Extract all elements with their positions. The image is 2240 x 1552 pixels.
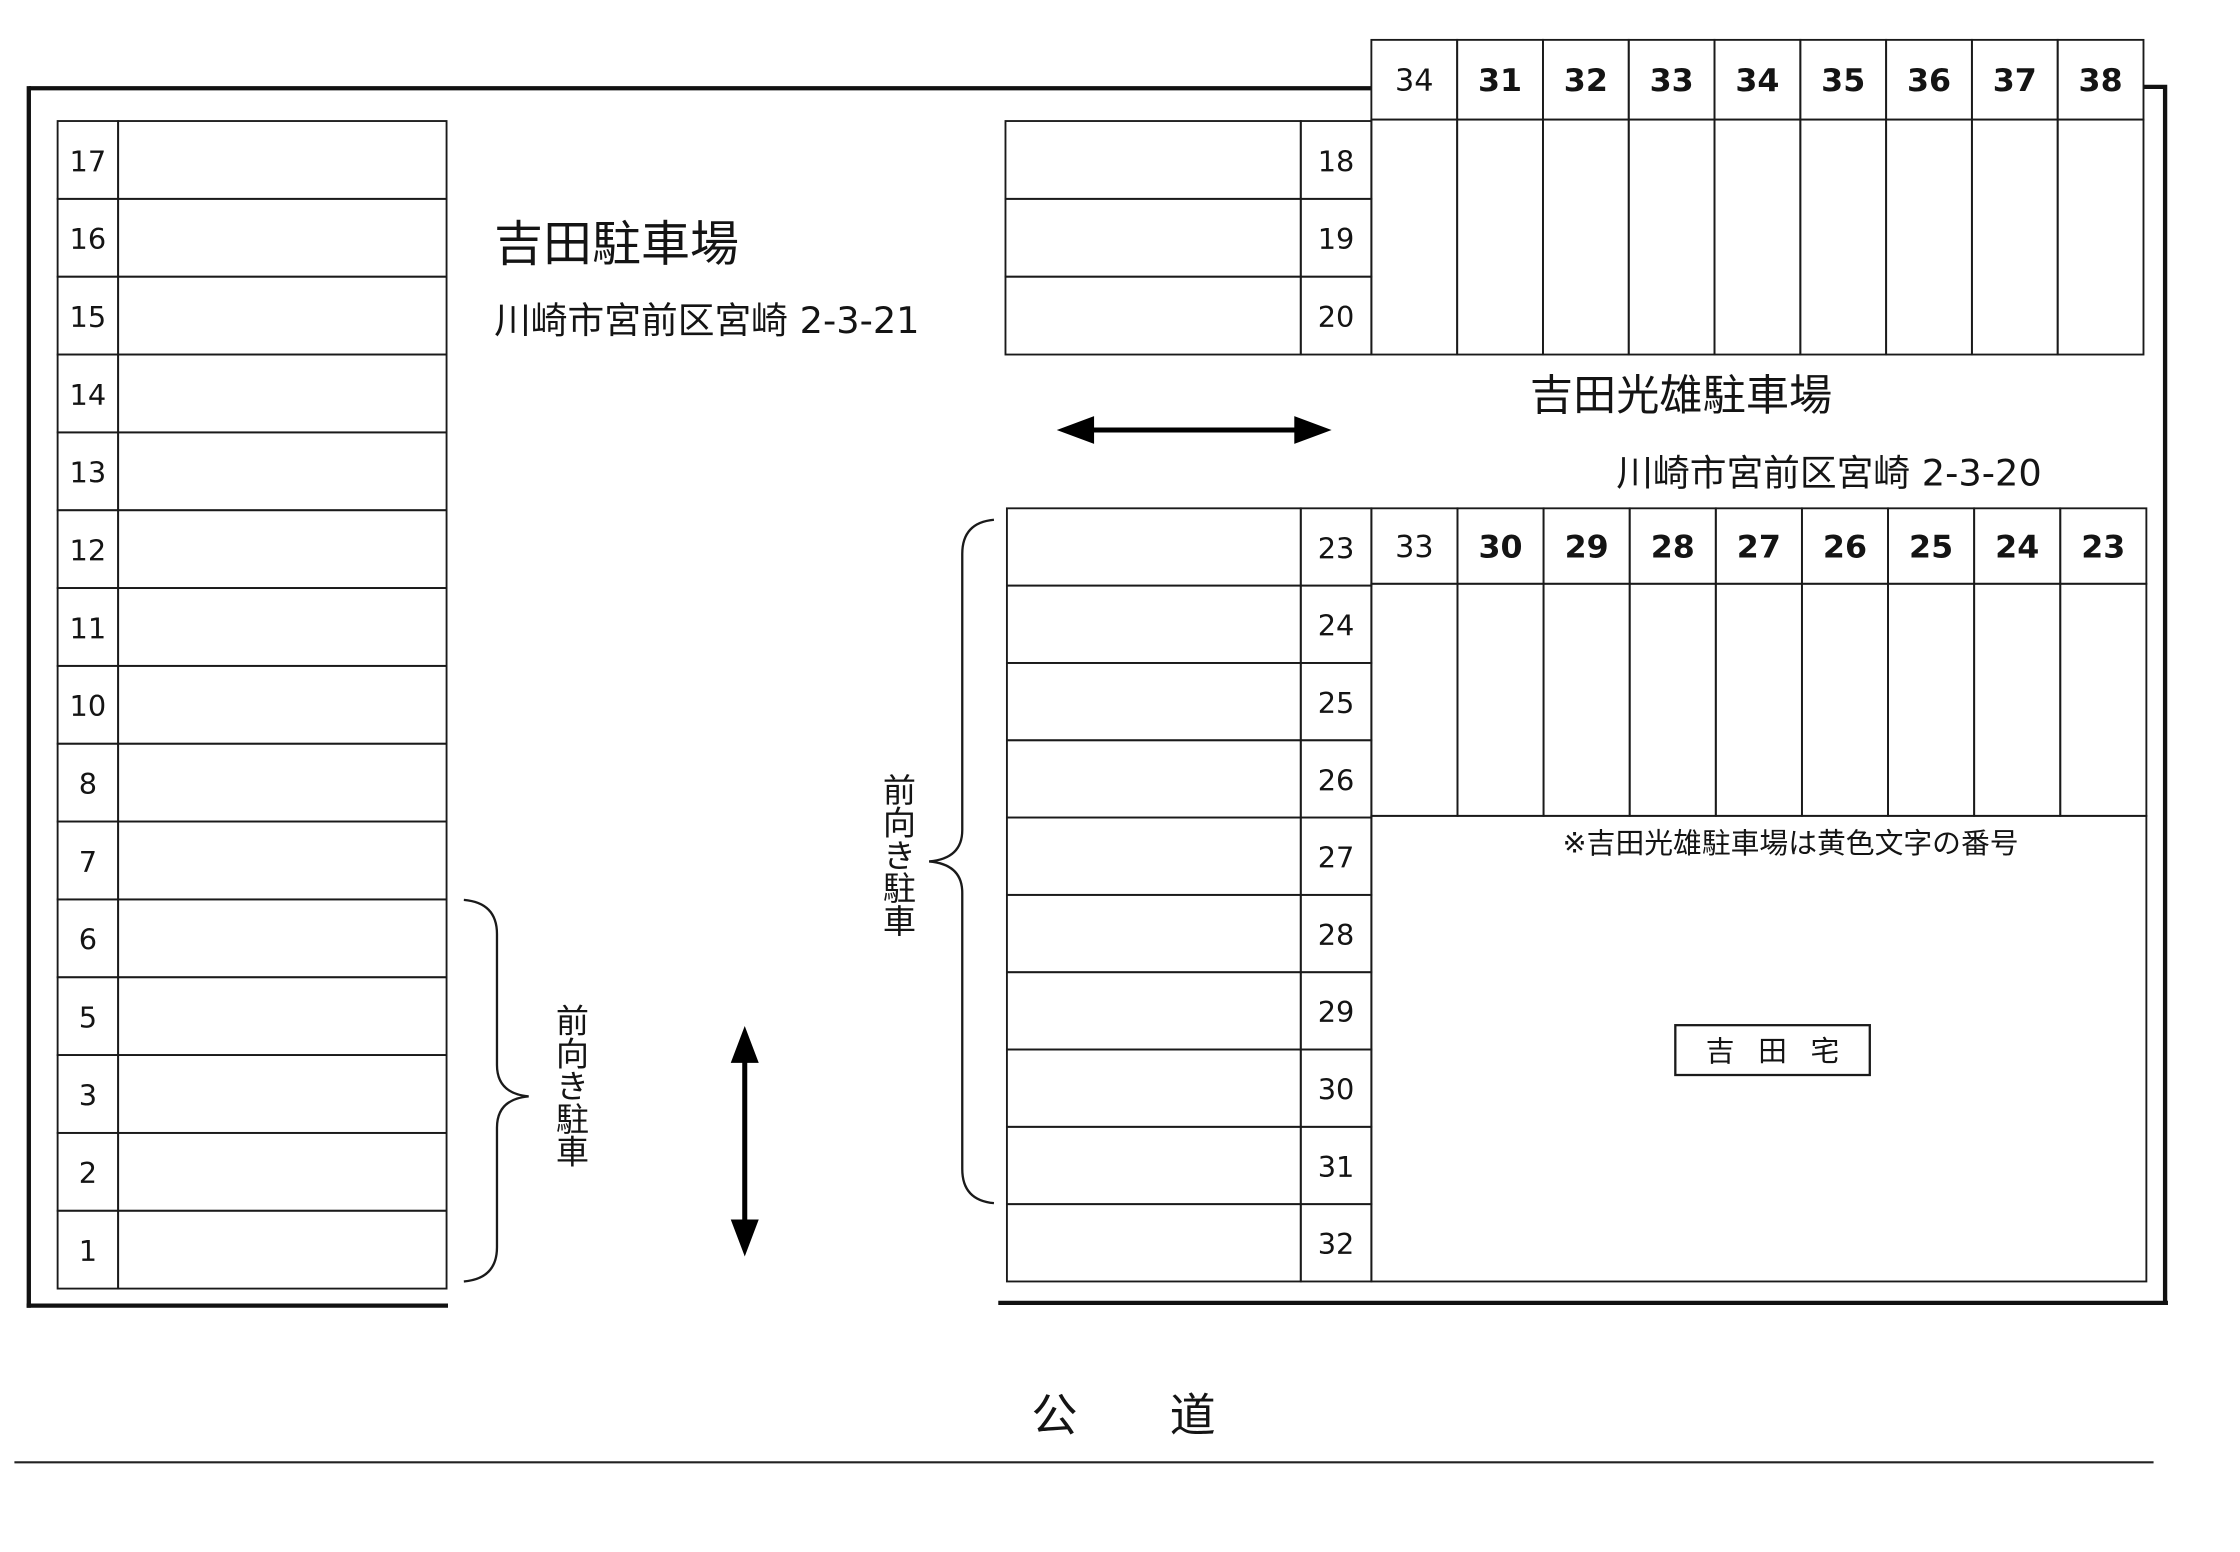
stall-number: 25 <box>1318 686 1355 720</box>
stall-number: 12 <box>70 534 107 568</box>
left-stall-row: 1 <box>56 1209 448 1290</box>
stall-number: 32 <box>1318 1227 1355 1261</box>
stall-number: 5 <box>79 1001 97 1035</box>
stall-number: 17 <box>70 144 107 178</box>
stall-number: 6 <box>79 923 97 957</box>
stall-number: 28 <box>1651 530 1695 566</box>
stall-number: 23 <box>2081 530 2125 566</box>
stall-number: 16 <box>70 222 107 256</box>
vertical-double-arrow <box>730 1025 759 1257</box>
stall-number: 36 <box>1907 63 1951 99</box>
boundary-right <box>2143 84 2168 1305</box>
left-brace <box>463 898 529 1283</box>
stall-number: 37 <box>1993 63 2037 99</box>
legend-note: ※吉田光雄駐車場は黄色文字の番号 <box>1563 826 2019 860</box>
stall-number: 20 <box>1318 300 1355 334</box>
left-stall-row: 11 <box>56 587 448 667</box>
lower-stall-row: 32 <box>1005 1203 1373 1283</box>
stall-number: 26 <box>1318 763 1355 797</box>
house-lot-area <box>1370 814 2148 1283</box>
stall-number: 31 <box>1318 1150 1355 1184</box>
arrow-head-right <box>1294 416 1332 444</box>
right-parking-note: 前向き駐車 <box>878 773 917 937</box>
house-box-frame <box>1674 1024 1871 1077</box>
arrow-head-up <box>730 1025 759 1063</box>
lower-stall-column: 28 <box>1628 507 1717 817</box>
public-road-label: 公 道 <box>1031 1388 1215 1442</box>
stall-space <box>117 1209 448 1290</box>
house-box: 吉 田 宅 <box>1674 1024 1871 1077</box>
stall-number: 30 <box>1318 1073 1355 1107</box>
left-lot-name: 吉田駐車場 <box>494 217 739 273</box>
stall-number: 18 <box>1318 144 1355 178</box>
arrow-head-left <box>1056 416 1095 444</box>
stall-number: 38 <box>2079 63 2123 99</box>
stall-space <box>1004 275 1302 356</box>
left-parking-note: 前向き駐車 <box>551 1004 590 1168</box>
stall-number: 11 <box>70 611 107 645</box>
stall-number: 1 <box>79 1234 97 1268</box>
stall-number: 31 <box>1478 63 1522 99</box>
right-lot-name: 吉田光雄駐車場 <box>1530 371 1832 421</box>
horizontal-double-arrow <box>1056 416 1332 444</box>
upper-stall-column: 32 <box>1542 38 1630 356</box>
stall-number: 26 <box>1823 530 1867 566</box>
left-stall-row: 12 <box>56 509 448 589</box>
stall-number: 24 <box>1995 530 2039 566</box>
stall-number: 27 <box>1737 530 1781 566</box>
stall-number: 24 <box>1318 609 1355 643</box>
stall-number: 25 <box>1909 530 1953 566</box>
house-label: 吉 田 宅 <box>1706 1034 1847 1068</box>
stall-number: 19 <box>1318 222 1355 256</box>
stall-number: 33 <box>1395 530 1433 565</box>
stall-number: 32 <box>1564 63 1608 99</box>
stall-number: 7 <box>79 845 97 879</box>
stall-number: 23 <box>1318 531 1355 565</box>
stall-number: 33 <box>1650 63 1694 99</box>
stall-number: 29 <box>1318 995 1355 1029</box>
stall-number: 30 <box>1478 530 1522 566</box>
stall-number: 29 <box>1565 530 1609 566</box>
stall-space <box>2056 118 2145 356</box>
stall-number: 27 <box>1318 841 1355 875</box>
stall-number: 13 <box>70 456 107 490</box>
stall-number: 2 <box>79 1156 97 1190</box>
stall-space <box>1005 1203 1302 1283</box>
stall-number: 34 <box>1735 63 1779 99</box>
stall-number: 10 <box>70 689 107 723</box>
right-lot-address: 川崎市宮前区宮崎 2-3-20 <box>1616 452 2041 495</box>
right-brace <box>929 518 995 1205</box>
stall-number: 14 <box>70 378 107 412</box>
stall-number: 34 <box>1395 64 1433 99</box>
upper-stall-row: 20 <box>1004 275 1373 356</box>
stall-number: 35 <box>1821 63 1865 99</box>
stall-number: 3 <box>79 1079 97 1113</box>
arrow-head-down <box>730 1219 759 1257</box>
stall-number: 28 <box>1318 918 1355 952</box>
stall-number: 15 <box>70 300 107 334</box>
left-lot-address: 川崎市宮前区宮崎 2-3-21 <box>494 299 919 342</box>
stall-number: 8 <box>79 767 97 801</box>
site-boundary <box>26 84 2168 1308</box>
upper-stall-column: 38 <box>2056 38 2145 356</box>
upper-stall-column: 31 <box>1456 38 1544 356</box>
